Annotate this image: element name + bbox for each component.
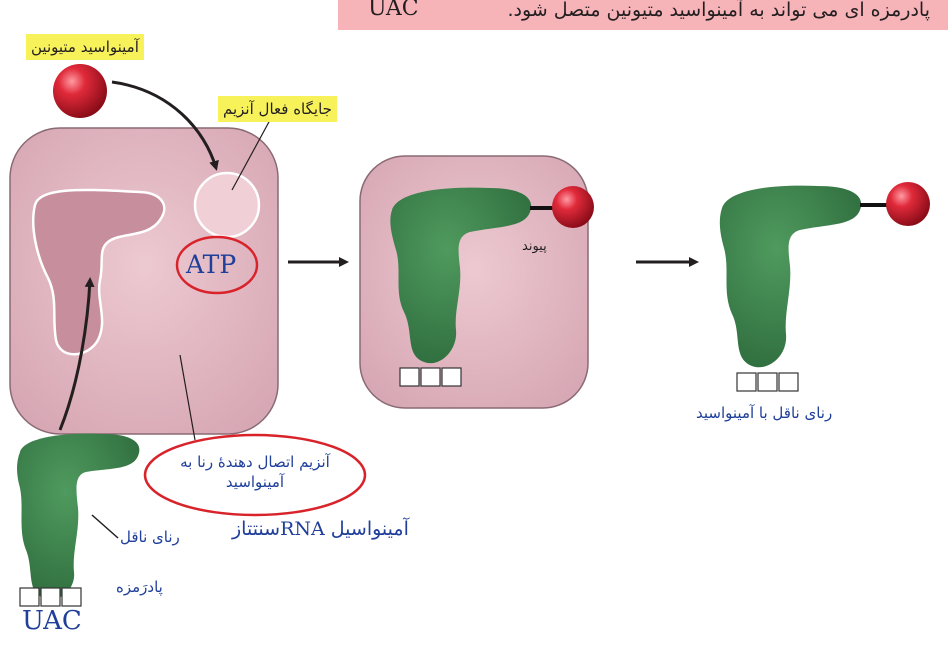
active-site-label: جایگاه فعال آنزیم (218, 96, 337, 122)
synthetase-label-prefix: آمینواسیل (325, 518, 409, 540)
amino-acid-attached (552, 186, 594, 228)
synthetase-label-rna: RNA (280, 518, 325, 540)
anticodon-box (41, 588, 60, 606)
enzyme-label-line2: آمینواسید (150, 472, 360, 492)
atp-label: ATP (186, 250, 236, 280)
anticodon-label: پادرَمزه (116, 577, 163, 597)
synthetase-label-suffix: سنتتاز (232, 518, 280, 540)
banner-code: UAC (368, 0, 419, 22)
trna-label-pointer (92, 515, 118, 538)
synthetase-label: آمینواسیل RNAسنتتاز (232, 516, 409, 542)
trna-free (17, 434, 139, 600)
methionine-label: آمینواسید متیونین (26, 34, 144, 60)
anticodon-box (20, 588, 39, 606)
anticodon-box (779, 373, 798, 391)
active-site (195, 173, 259, 237)
trna-label: رنای ناقل (120, 527, 180, 547)
charged-trna-label: رنای ناقل با آمینواسید (696, 403, 832, 423)
enzyme-label-line1: آنزیم اتصال دهندهٔ رنا به (150, 452, 360, 472)
anticodon-box (442, 368, 461, 386)
banner-text: پادرمزه ای می تواند به آمینواسید متیونین… (410, 0, 930, 22)
anticodon-box (62, 588, 81, 606)
anticodon-box (737, 373, 756, 391)
trna-charged (720, 186, 861, 368)
anticodon-box (421, 368, 440, 386)
methionine-amino-acid (53, 64, 107, 118)
anticodon-box (758, 373, 777, 391)
anticodon-box (400, 368, 419, 386)
uac-label: UAC (22, 606, 82, 636)
amino-acid-attached-3 (886, 182, 930, 226)
bond-label: پیوند (522, 238, 547, 256)
